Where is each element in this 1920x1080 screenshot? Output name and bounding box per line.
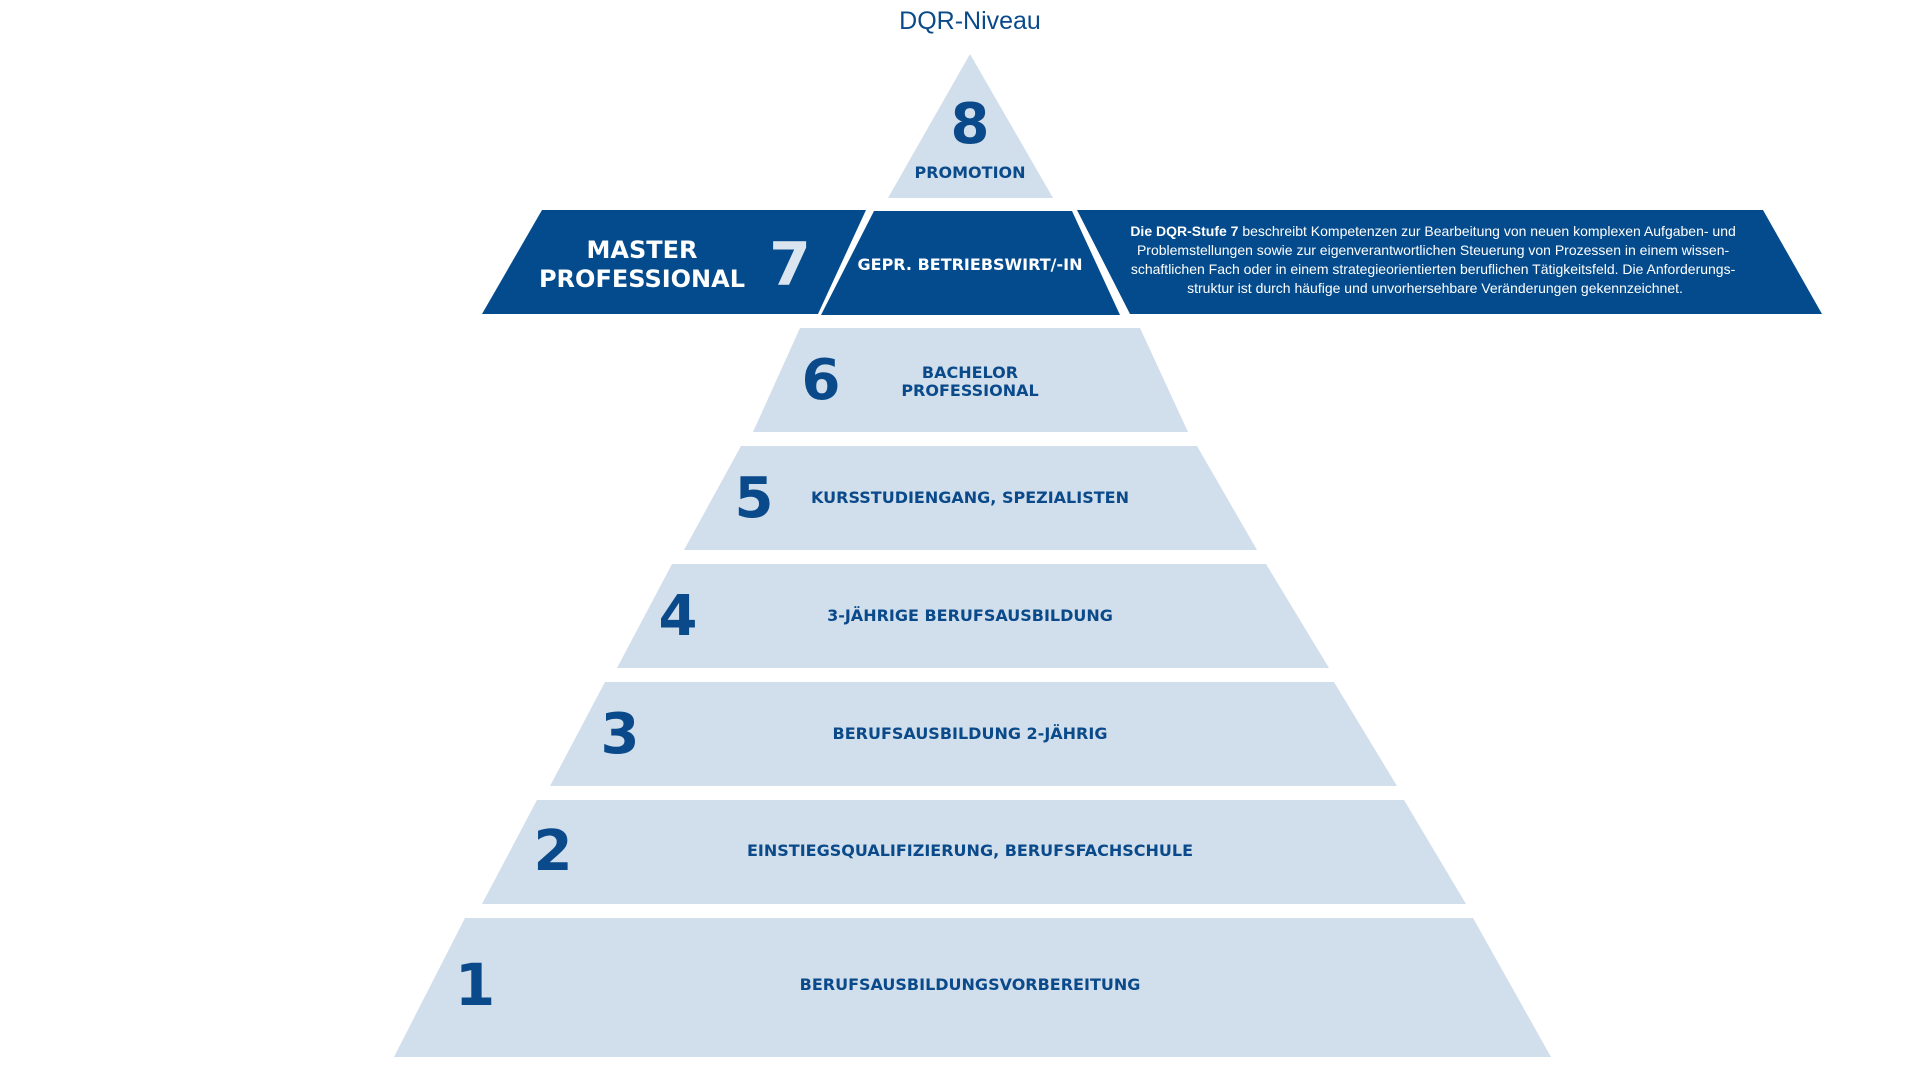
level-6-label-line1: BACHELOR xyxy=(922,363,1018,382)
level-8-label: PROMOTION xyxy=(914,163,1025,182)
level-4-number: 4 xyxy=(659,584,698,649)
level-4-label: 3-JÄHRIGE BERUFSAUSBILDUNG xyxy=(827,606,1113,625)
level-1-shape xyxy=(394,918,1551,1057)
level-7-label: GEPR. BETRIEBSWIRT/-IN xyxy=(858,255,1083,274)
level-4-shape xyxy=(617,564,1329,668)
level-8-number: 8 xyxy=(951,92,990,157)
diagram-heading: DQR-Niveau xyxy=(899,7,1041,35)
level-7-side-line1: MASTER xyxy=(587,236,698,264)
level-7-description-line1: Die DQR-Stufe 7 beschreibt Kompetenzen z… xyxy=(1130,223,1735,239)
level-1-number: 1 xyxy=(455,951,495,1019)
level-7-description-shape xyxy=(1077,210,1822,314)
level-5-shape xyxy=(684,446,1257,550)
level-5-number: 5 xyxy=(735,466,774,531)
level-1-label: BERUFSAUSBILDUNGSVORBEREITUNG xyxy=(800,975,1141,994)
level-7-description-line4: struktur ist durch häufige und unvorhers… xyxy=(1187,280,1683,296)
level-6-shape xyxy=(753,328,1188,432)
level-7-center-shape xyxy=(821,211,1120,315)
level-2-label: EINSTIEGSQUALIFIZIERUNG, BERUFSFACHSCHUL… xyxy=(747,841,1193,860)
level-2-number: 2 xyxy=(534,819,573,884)
level-7-master-shape xyxy=(482,210,866,314)
level-5-label: KURSSTUDIENGANG, SPEZIALISTEN xyxy=(811,488,1129,507)
level-7-description: Die DQR-Stufe 7 beschreibt Kompetenzen z… xyxy=(1130,223,1739,296)
level-6-number: 6 xyxy=(802,348,841,413)
level-6-label-line2: PROFESSIONAL xyxy=(901,381,1038,400)
level-3-label: BERUFSAUSBILDUNG 2-JÄHRIG xyxy=(833,724,1108,743)
level-3-number: 3 xyxy=(601,702,640,767)
level-7-side-line2: PROFESSIONAL xyxy=(539,265,745,293)
level-7-description-line2: Problemstellungen sowie zur eigenverantw… xyxy=(1137,242,1730,258)
level-8-shape xyxy=(888,54,1053,198)
level-2-shape xyxy=(482,800,1466,904)
level-7-description-line3: schaftlichen Fach oder in einem strategi… xyxy=(1131,261,1736,277)
level-3-shape xyxy=(550,682,1397,786)
level-7-number: 7 xyxy=(769,230,811,300)
